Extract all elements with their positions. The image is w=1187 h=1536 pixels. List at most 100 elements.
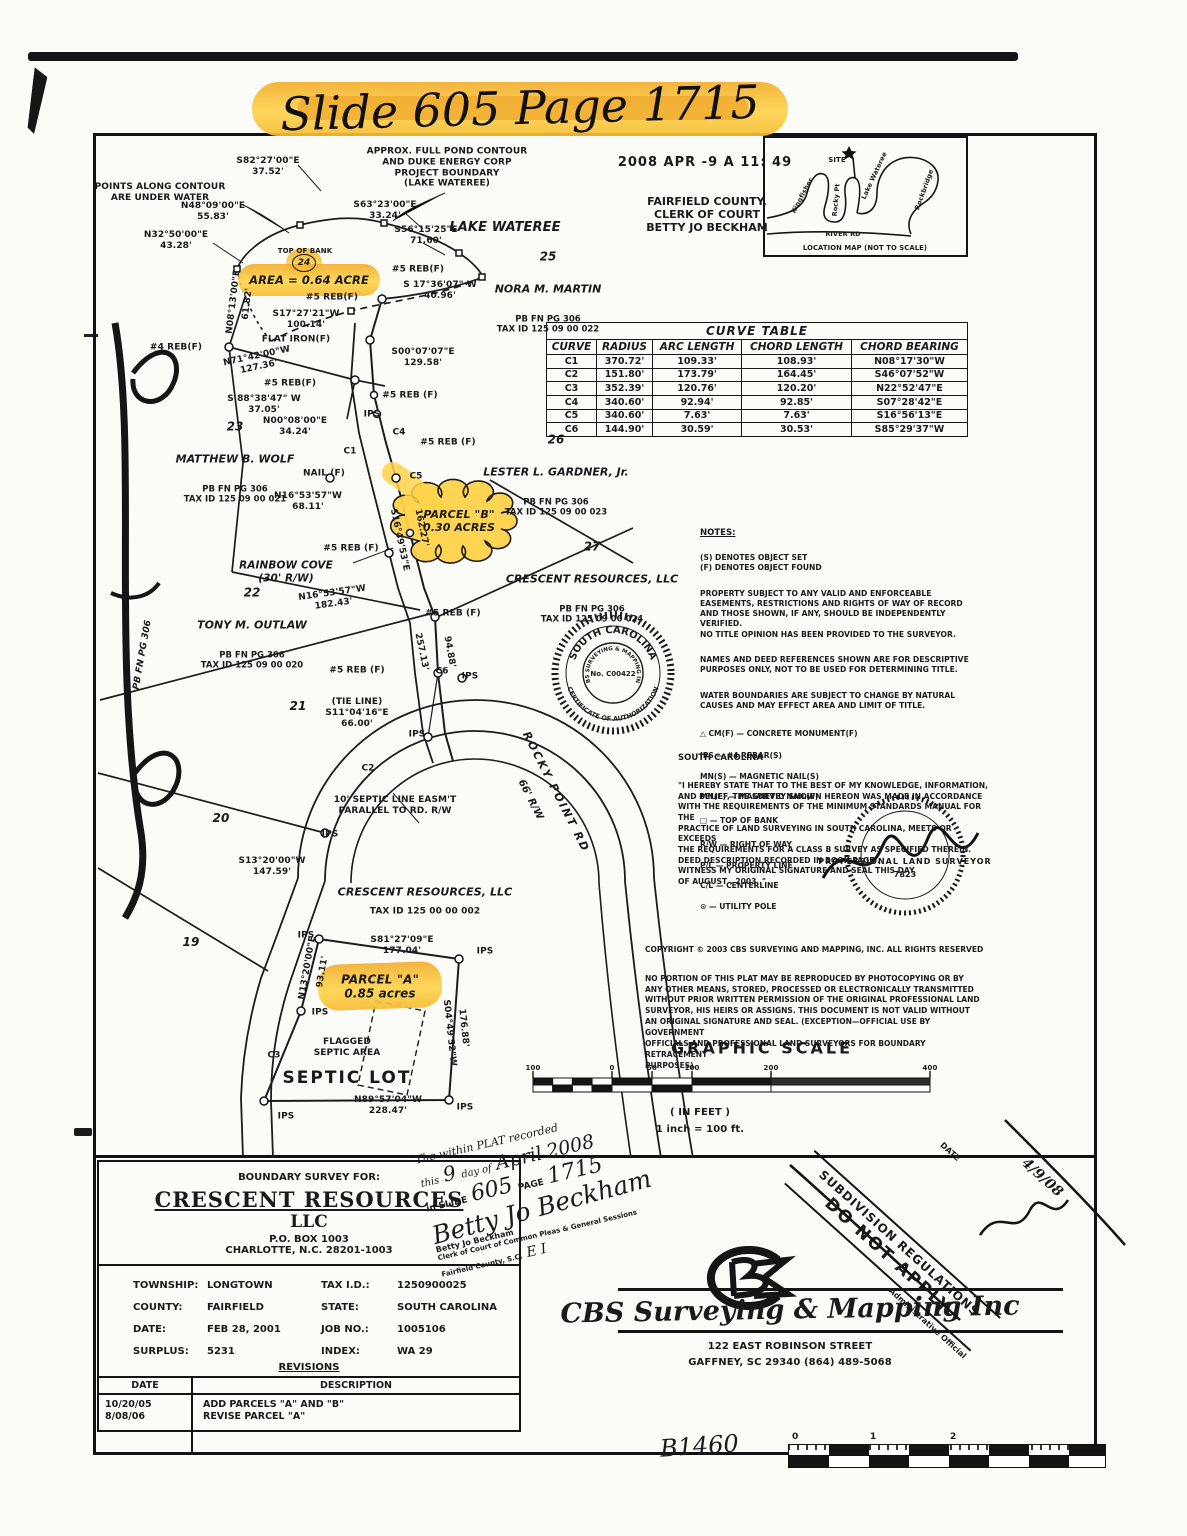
- date-label: DATE:: [133, 1324, 166, 1335]
- notes-easements: PROPERTY SUBJECT TO ANY VALID AND ENFORC…: [700, 588, 963, 639]
- cell: C2: [546, 367, 597, 383]
- taxid-label: TAX I.D.:: [321, 1280, 370, 1291]
- parcel-refs: PB FN PG 306 TAX ID 125 09 00 020: [200, 650, 304, 671]
- label-reb5-h: #5 REB (F): [329, 665, 385, 676]
- label-c6: C6: [435, 666, 449, 677]
- handwritten-title: Slide 605 Page 1715: [279, 74, 761, 142]
- parcel-26-block: 26 LESTER L. GARDNER, Jr. PB FN PG 306 T…: [483, 414, 628, 537]
- cell: 120.20': [741, 381, 852, 396]
- label-reb5-e: #5 REB (F): [420, 437, 476, 448]
- parcel-refs: PB FN PG 306 TAX ID 125 09 00 022: [496, 314, 600, 335]
- label-ips-3: IPS: [408, 729, 426, 740]
- copyright-block: COPYRIGHT © 2003 CBS SURVEYING AND MAPPI…: [645, 934, 990, 1082]
- legend-ips: IPS — #4 REBAR(S): [700, 751, 782, 761]
- chordbrg-col-header: CHORD BEARING: [850, 339, 969, 355]
- label-lot-21: 21: [289, 698, 307, 713]
- arc-col-header: ARC LENGTH: [651, 339, 743, 355]
- ruler-0: 0: [792, 1432, 799, 1442]
- scale-ratio: 1 inch = 100 ft.: [655, 1124, 745, 1135]
- owner-name: CRESCENT RESOURCES, LLC: [505, 572, 679, 586]
- owner-name: NORA M. MARTIN: [494, 282, 602, 296]
- label-ips-1: IPS: [363, 409, 381, 420]
- footer-code: B1460: [659, 1429, 740, 1463]
- client-addr2: CHARLOTTE, N.C. 28201-1003: [225, 1245, 393, 1256]
- label-ips-6: IPS: [476, 946, 494, 957]
- label-parcel-a: PARCEL "A" 0.85 acres: [341, 972, 419, 1001]
- curve-col-header: CURVE: [546, 339, 597, 355]
- county-label: COUNTY:: [133, 1302, 183, 1313]
- label-nail-f: NAIL (F): [303, 468, 345, 479]
- seal-number: 7823: [893, 870, 917, 880]
- rev-dates: 10/20/05 8/08/06: [105, 1399, 152, 1423]
- label-septic-lot: SEPTIC LOT: [282, 1067, 412, 1088]
- label-c1: C1: [343, 446, 357, 457]
- rn-day: 9: [440, 1160, 459, 1187]
- surplus-value: 5231: [207, 1346, 235, 1357]
- rev-date-header: DATE: [99, 1378, 191, 1395]
- cell: 108.93': [741, 353, 852, 369]
- label-ips-9: IPS: [456, 1102, 474, 1113]
- ruler-2: 2: [950, 1432, 957, 1442]
- label-parcel-b: PARCEL "B" 0.30 ACRES: [422, 507, 496, 534]
- surplus-label: SURPLUS:: [133, 1346, 189, 1357]
- legend-cl: C/L — CENTERLINE: [700, 881, 779, 891]
- scale-tick-200: 200: [763, 1063, 779, 1072]
- index-value: WA 29: [397, 1346, 433, 1357]
- jobno-value: 1005106: [397, 1324, 446, 1335]
- parcel-22-block: 22 TONY M. OUTLAW PB FN PG 306 TAX ID 12…: [197, 567, 307, 690]
- scan-smudge-top: [28, 52, 1018, 61]
- cell: 352.39': [596, 381, 653, 396]
- legend-mns: MN(S) — MAGNETIC NAIL(S): [700, 771, 819, 781]
- owner-name: TONY M. OUTLAW: [197, 618, 307, 632]
- township-value: LONGTOWN: [207, 1280, 273, 1291]
- bearing-n1653a: N16°53'57"W 68.11': [273, 491, 343, 512]
- taxid-value: 1250900025: [397, 1280, 467, 1291]
- curve-table: CURVE TABLE CURVE RADIUS ARC LENGTH CHOR…: [546, 321, 969, 437]
- site-star-icon: [841, 146, 857, 160]
- parcel-number: 25: [539, 249, 557, 264]
- legend-rw: R/W — RIGHT OF WAY: [700, 840, 792, 850]
- clerk-stamp-county: FAIRFIELD COUNTY,: [647, 195, 767, 208]
- label-tie-line: (TIE LINE) S11°04'16"E 66.00': [325, 696, 389, 729]
- label-approx-pond: APPROX. FULL POND CONTOUR AND DUKE ENERG…: [366, 146, 528, 189]
- notes-denotes: (S) DENOTES OBJECT SET (F) DENOTES OBJEC…: [700, 552, 822, 573]
- cell: 164.45': [741, 367, 852, 383]
- cell: C3: [546, 381, 597, 396]
- cell: N08°17'30"W: [850, 353, 969, 369]
- scale-in-feet: ( IN FEET ): [669, 1107, 731, 1118]
- cert-state: SOUTH CAROLINA: [678, 752, 763, 763]
- state-value: SOUTH CAROLINA: [397, 1302, 497, 1313]
- survey-for-label: BOUNDARY SURVEY FOR:: [238, 1172, 380, 1183]
- bearing-s63: S63°23'00"E 33.24': [353, 200, 417, 221]
- label-reb5-f: #5 REB (F): [323, 543, 379, 554]
- cell: 7.63': [651, 408, 743, 424]
- owner-name: LESTER L. GARDNER, Jr.: [483, 465, 629, 479]
- location-map-box: SITE Kingfisher Rocky Pt Lake Wateree Ro…: [763, 136, 968, 257]
- revisions-title: REVISIONS: [278, 1362, 340, 1373]
- clerk-stamp-datetime: 2008 APR -9 A 11: 49: [617, 155, 793, 170]
- locmap-caption: LOCATION MAP (NOT TO SCALE): [802, 243, 928, 252]
- label-flagged-septic: FLAGGED SEPTIC AREA: [313, 1037, 381, 1058]
- bearing-n32: N32°50'00"E 43.28': [143, 230, 209, 251]
- locmap-river-rd: RIVER RD: [825, 230, 861, 239]
- cell: 173.79': [651, 367, 743, 383]
- legend-utility-pole: ⊙ — UTILITY POLE: [700, 901, 777, 911]
- bearing-s56: S56°15'25"E 71.60': [394, 225, 458, 246]
- label-c5: C5: [409, 471, 423, 482]
- label-points-contour: POINTS ALONG CONTOUR ARE UNDER WATER: [94, 182, 226, 203]
- client-name: CRESCENT RESOURCES: [154, 1187, 464, 1212]
- notes-heading: NOTES:: [700, 528, 736, 539]
- bearing-s0007: S00°07'07"E 129.58': [391, 347, 455, 368]
- parcel-25-block: 25 NORA M. MARTIN PB FN PG 306 TAX ID 12…: [495, 231, 602, 354]
- label-lot-19: 19: [182, 934, 200, 949]
- client-addr1: P.O. BOX 1003: [269, 1234, 349, 1245]
- label-area-064: AREA = 0.64 ACRE: [249, 273, 369, 288]
- label-reb4: #4 REB(F): [149, 342, 203, 353]
- cell: S07°28'42"E: [850, 394, 969, 410]
- label-reb5-a: #5 REB(F): [391, 264, 445, 275]
